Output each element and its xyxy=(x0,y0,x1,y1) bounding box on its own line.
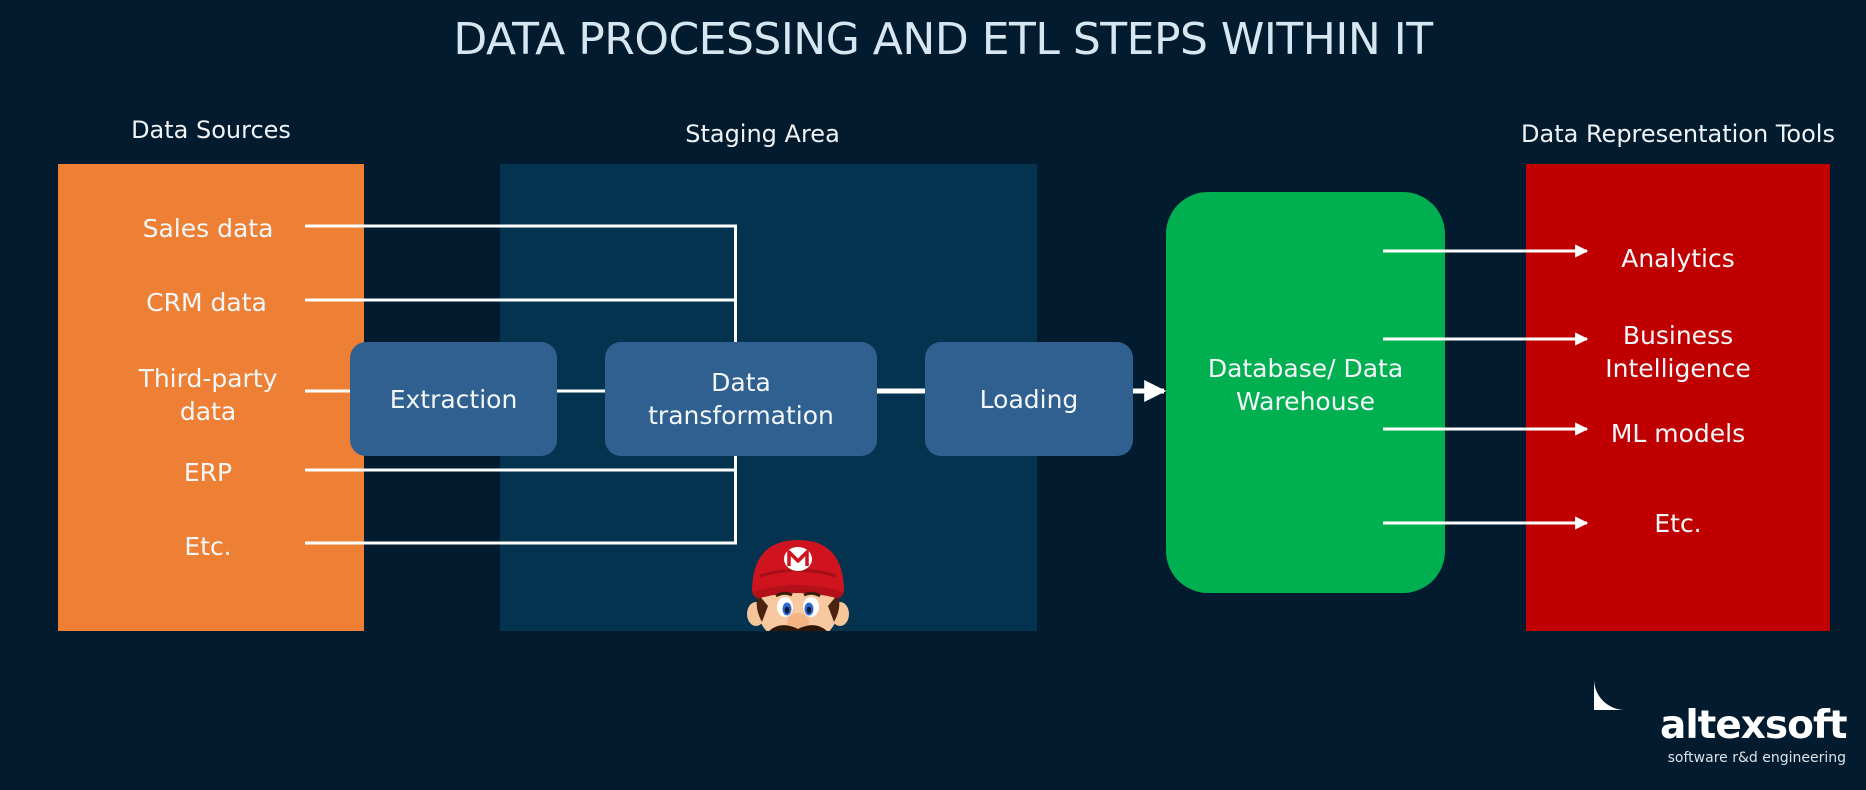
source-erp: ERP xyxy=(183,458,233,487)
extraction-label: Extraction xyxy=(389,384,518,414)
staging-area-label: Staging Area xyxy=(685,120,840,148)
warehouse-block xyxy=(1166,192,1445,593)
extraction-box: Extraction xyxy=(350,342,557,456)
diagram-title: DATA PROCESSING AND ETL STEPS WITHIN IT xyxy=(453,14,1433,65)
tool-etc: Etc. xyxy=(1654,509,1702,538)
data-sources-panel xyxy=(58,164,364,631)
source-third-party-line1: Third-party xyxy=(138,364,278,393)
loading-label: Loading xyxy=(979,384,1079,414)
transformation-label-line1: Data xyxy=(711,368,771,397)
tool-bi-line1: Business xyxy=(1622,321,1734,350)
tool-bi-line2: Intelligence xyxy=(1605,354,1751,383)
source-sales-data: Sales data xyxy=(142,214,274,243)
altexsoft-logo-icon xyxy=(1592,646,1658,712)
altexsoft-brand-name: altexsoft xyxy=(1660,703,1848,748)
transformation-box: Data transformation xyxy=(605,342,877,456)
loading-box: Loading xyxy=(925,342,1133,456)
tool-business-intelligence: Business Intelligence xyxy=(1526,319,1830,385)
source-third-party-line2: data xyxy=(179,397,237,426)
data-sources-label: Data Sources xyxy=(131,116,291,144)
source-third-party-data: Third-party data xyxy=(58,362,358,428)
data-representation-tools-label: Data Representation Tools xyxy=(1521,120,1835,148)
altexsoft-tagline: software r&d engineering xyxy=(1667,750,1846,766)
transformation-label-line2: transformation xyxy=(648,401,834,430)
source-etc: Etc. xyxy=(184,532,232,561)
warehouse-label-line1: Database/ Data xyxy=(1207,354,1404,383)
mario-head-icon xyxy=(746,536,850,631)
tool-ml-models: ML models xyxy=(1610,419,1746,448)
warehouse-label-line2: Warehouse xyxy=(1236,387,1375,416)
warehouse-label: Database/ Data Warehouse xyxy=(1166,352,1445,418)
source-crm-data: CRM data xyxy=(146,288,267,317)
tool-analytics: Analytics xyxy=(1621,244,1735,273)
representation-tools-panel xyxy=(1526,164,1830,631)
